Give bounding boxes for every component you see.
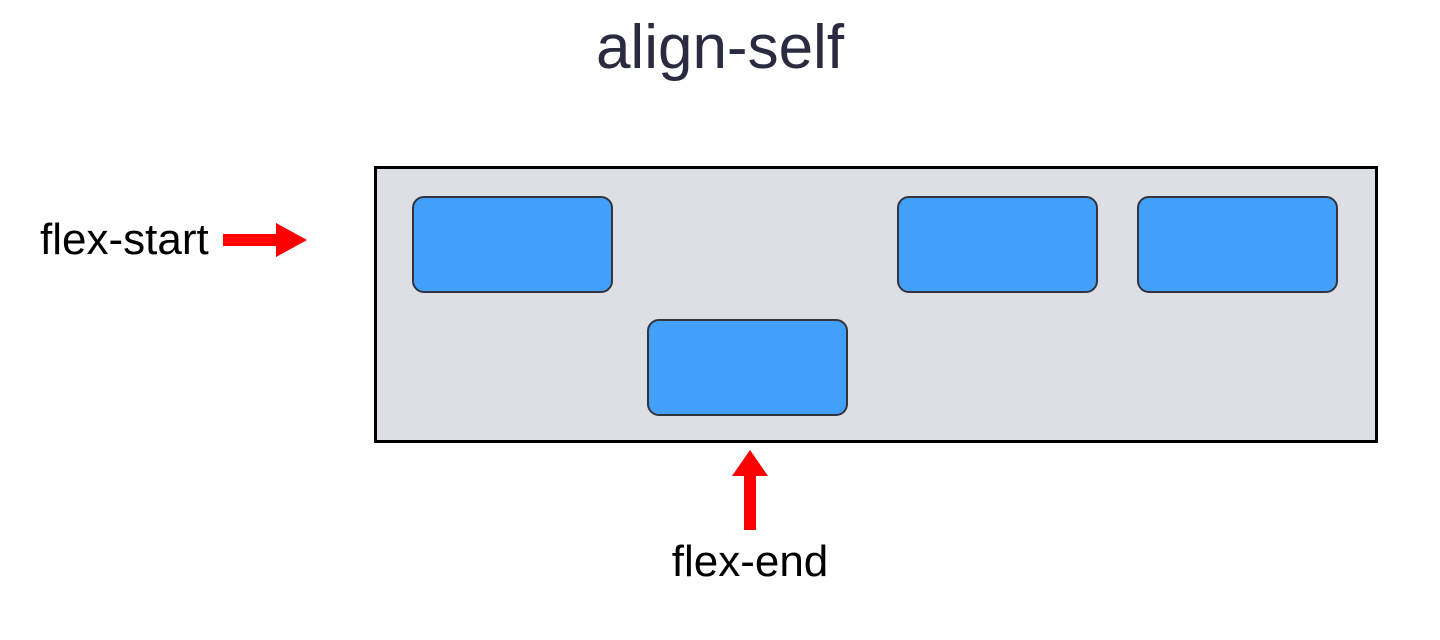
annotation-flex-end-label: flex-end: [671, 537, 829, 586]
flex-container-inner: [377, 169, 1375, 440]
flex-item-2-flex-end[interactable]: [647, 319, 849, 416]
annotation-flex-start-label: flex-start: [40, 215, 209, 264]
flex-container: [374, 166, 1378, 443]
flex-item-3[interactable]: [896, 196, 1098, 293]
page-title: align-self: [595, 13, 845, 82]
annotation-flex-start: flex-start: [40, 210, 375, 270]
flex-item-4[interactable]: [1136, 196, 1338, 293]
flex-item-1[interactable]: [412, 196, 613, 293]
arrow-right-icon: [222, 223, 307, 257]
arrow-up-icon: [732, 450, 768, 530]
annotation-flex-end: flex-end: [598, 450, 902, 590]
